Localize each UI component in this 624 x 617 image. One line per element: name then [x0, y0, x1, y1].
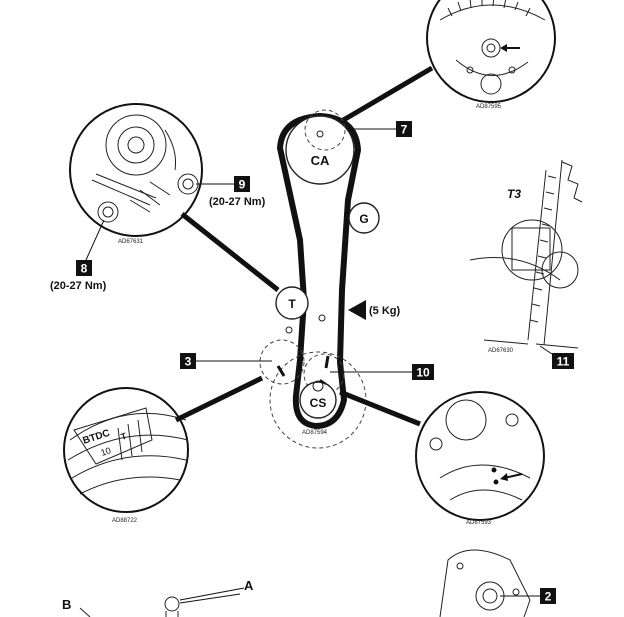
leader-line-bottom-left — [174, 375, 264, 423]
detail-camshaft-sprocket — [426, 0, 556, 103]
ref-code-top-right: AD87595 — [476, 104, 502, 110]
label-7: 7 — [401, 123, 408, 137]
belt-tension-value: (5 Kg) — [369, 305, 401, 317]
torque-value-8: (20-27 Nm) — [50, 280, 107, 292]
detail-crank-sprocket — [415, 391, 545, 521]
ref-code-right-middle: AD67630 — [488, 348, 514, 354]
detail-belt-tooth — [469, 159, 583, 349]
label-8-box — [76, 260, 92, 276]
ref-code-crankshaft: AD87594 — [302, 430, 328, 436]
generator-pulley-label: G — [359, 212, 368, 226]
bottom-parts — [79, 549, 540, 617]
tensioner-pulley-label: T — [288, 297, 296, 311]
torque-value-9: (20-27 Nm) — [209, 196, 266, 208]
crankshaft-pulley-label: CS — [310, 396, 327, 410]
label-11: 11 — [557, 355, 570, 369]
arrow-icon — [500, 473, 508, 481]
label-10-box — [412, 364, 434, 380]
detail-timing-marks — [63, 387, 189, 513]
ref-code-bottom-left: AD88722 — [112, 518, 138, 524]
label-3-box — [180, 353, 196, 369]
crankshaft-pulley — [299, 381, 337, 419]
leader-line-top-left — [180, 212, 280, 292]
label-b: B — [62, 597, 71, 612]
label-9: 9 — [239, 178, 246, 192]
timing-belt-layout: CA G T CS — [259, 109, 380, 449]
timing-mark-10: 10 — [100, 445, 113, 458]
label-11-box — [552, 353, 574, 369]
ref-code-top-left: AD67631 — [118, 239, 144, 245]
label-7-box — [396, 121, 412, 137]
ref-code-bottom-right: AD87593 — [466, 520, 492, 526]
tensioner-pulley — [275, 286, 309, 320]
timing-mark-t: T — [120, 431, 129, 442]
camshaft-pulley — [285, 115, 355, 185]
label-a: A — [244, 578, 254, 593]
leader-line-bottom-right — [339, 389, 421, 427]
generator-pulley — [348, 202, 380, 234]
label-10: 10 — [416, 366, 430, 380]
label-9-box — [234, 176, 250, 192]
detail-label-t3: T3 — [507, 187, 521, 201]
label-2-box — [540, 588, 556, 604]
label-8: 8 — [81, 262, 88, 276]
leader-line-top-right — [338, 65, 434, 125]
label-3: 3 — [185, 355, 192, 369]
tension-arrow-icon — [348, 300, 366, 320]
arrow-icon — [500, 44, 507, 52]
label-2: 2 — [545, 590, 552, 604]
camshaft-pulley-label: CA — [311, 153, 330, 168]
